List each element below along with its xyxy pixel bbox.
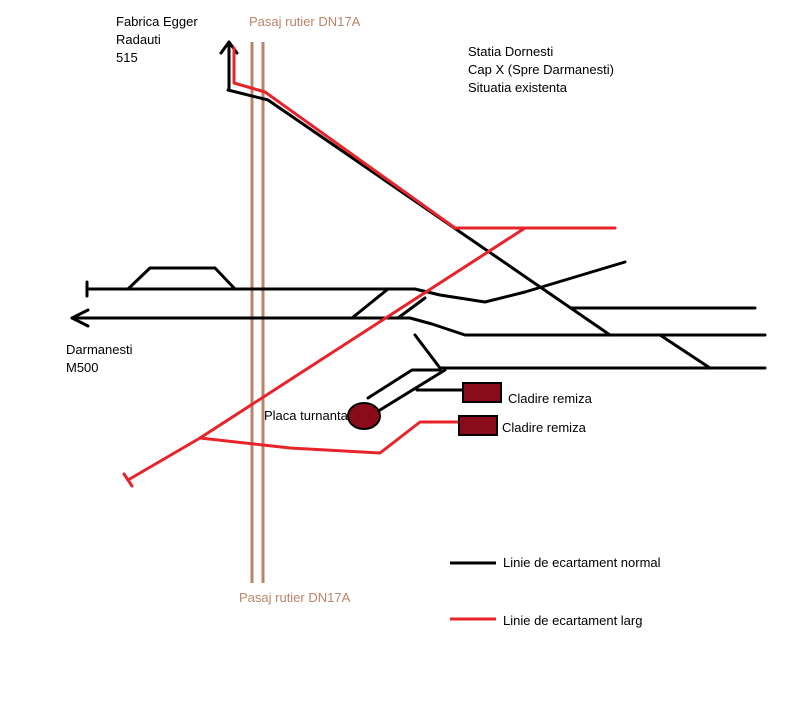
track-third-branch [658, 333, 712, 370]
normal-gauge-tracks [70, 40, 767, 412]
track-lower-continuation [408, 316, 767, 337]
track-egger-branch [226, 88, 612, 337]
broad-gauge-tracks [122, 46, 617, 488]
egger-label-line3: 515 [116, 50, 138, 65]
station-label-line3: Situatia existenta [468, 80, 568, 95]
broad-end-bumper [122, 472, 134, 488]
road-overpass-dn17a [250, 42, 265, 583]
depot-building-1 [462, 382, 502, 403]
depot-track-2 [378, 368, 447, 412]
crossover-1 [350, 287, 390, 320]
legend: Linie de ecartament normal Linie de ecar… [450, 555, 661, 628]
broad-diagonal [126, 226, 527, 482]
turntable-label: Placa turnanta [264, 408, 349, 423]
depot-track-1 [366, 368, 442, 400]
depot-label-1: Cladire remiza [508, 391, 593, 406]
darmanesti-label-line1: Darmanesti [66, 342, 133, 357]
station-label-line1: Statia Dornesti [468, 44, 553, 59]
legend-normal-label: Linie de ecartament normal [503, 555, 661, 570]
egger-label-line1: Fabrica Egger [116, 14, 198, 29]
broad-egger-branch [232, 46, 617, 230]
road-label-top: Pasaj rutier DN17A [249, 14, 361, 29]
crossover-2 [396, 296, 427, 320]
broad-to-depot [198, 420, 462, 455]
legend-broad-label: Linie de ecartament larg [503, 613, 642, 628]
darmanesti-label-line2: M500 [66, 360, 99, 375]
platform-outline [126, 266, 237, 291]
station-label-line2: Cap X (Spre Darmanesti) [468, 62, 614, 77]
depot-label-2: Cladire remiza [502, 420, 587, 435]
depot-building-2 [458, 415, 498, 436]
darmanesti-arrow-head [70, 308, 90, 328]
turntable [347, 402, 381, 430]
track-third-line [413, 333, 767, 370]
road-label-bottom: Pasaj rutier DN17A [239, 590, 351, 605]
egger-label-line2: Radauti [116, 32, 161, 47]
